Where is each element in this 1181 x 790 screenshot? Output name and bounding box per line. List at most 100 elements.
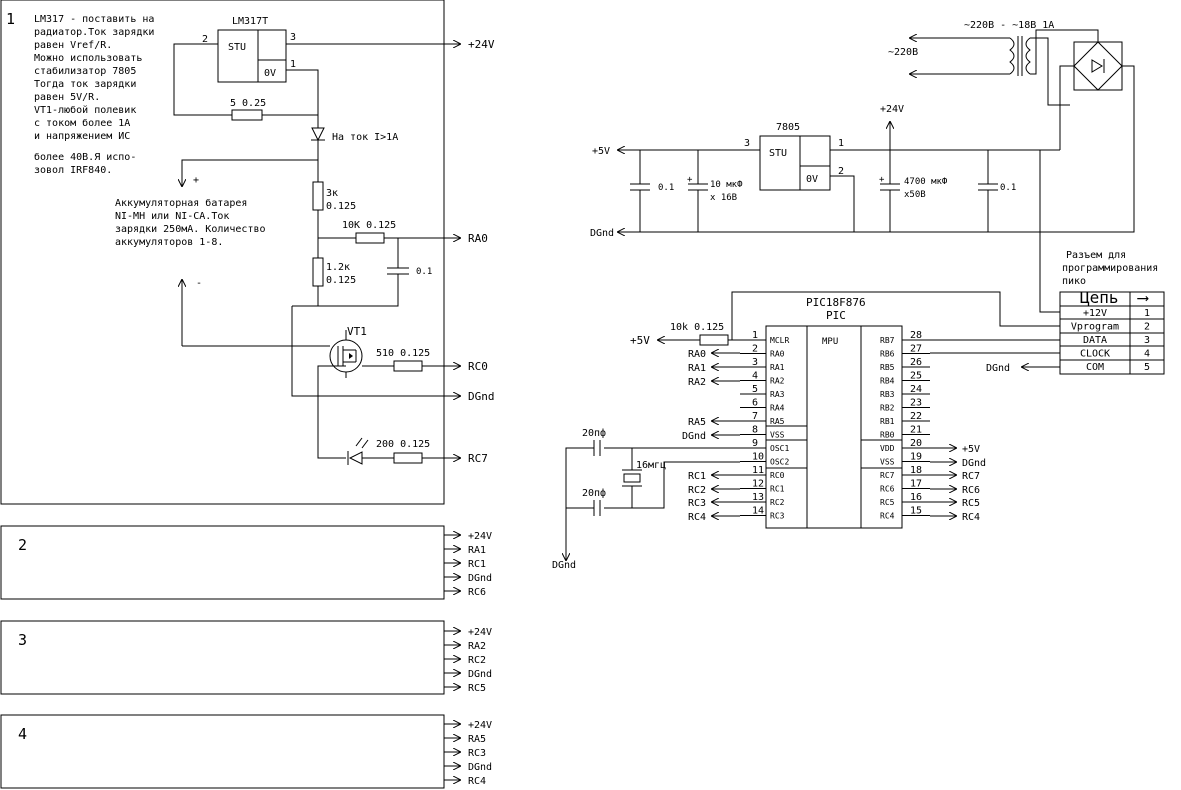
svg-text:0.125: 0.125	[326, 275, 356, 286]
svg-text:радиатор.Ток зарядки: радиатор.Ток зарядки	[34, 27, 154, 38]
pic-pin-name: RA4	[770, 404, 785, 413]
svg-text:пико: пико	[1062, 276, 1086, 287]
block-3-frame	[0, 620, 445, 695]
connector-signal: Vprogram	[1071, 322, 1119, 333]
svg-text:RA5: RA5	[468, 734, 486, 745]
pic-pin-number: 16	[910, 492, 922, 503]
svg-text:RC6: RC6	[962, 485, 980, 496]
osc-gnd-label: DGnd	[552, 560, 576, 571]
connector-signal: +12V	[1083, 308, 1107, 319]
svg-text:зовол IRF840.: зовол IRF840.	[34, 165, 112, 176]
pic-pin-number: 18	[910, 465, 922, 476]
block-3-terminals: +24V RA2 RC2 DGnd RC5	[444, 627, 492, 694]
resistor-3k	[312, 181, 324, 211]
pic-pin-number: 13	[752, 492, 764, 503]
pic-pin-name: RB5	[880, 363, 895, 372]
pic-pin-number: 5	[752, 384, 758, 395]
battery-plus: +	[193, 175, 199, 186]
pic-pin-name: RA5	[770, 417, 785, 426]
svg-text:RC4: RC4	[688, 512, 706, 523]
pic-pin-number: 3	[752, 357, 758, 368]
svg-text:+24V: +24V	[468, 720, 492, 731]
svg-text:RC6: RC6	[468, 587, 486, 598]
connector-pin: 2	[1144, 322, 1150, 333]
pic-pin-number: 17	[910, 479, 922, 490]
svg-text:LM317 - поставить на: LM317 - поставить на	[34, 14, 154, 25]
pic-pin-number: 12	[752, 479, 764, 490]
pic-pin-name: RB0	[880, 431, 895, 440]
block-3-number: 3	[18, 631, 27, 649]
pic-pin-name: RC7	[880, 471, 895, 480]
b1-term-rc0: RC0	[468, 360, 488, 373]
block-4-frame	[0, 714, 445, 789]
v24-label: +24V	[880, 104, 904, 115]
svg-text:LM317T: LM317T	[232, 16, 268, 27]
pic-pin-number: 22	[910, 411, 922, 422]
pic-mcu: MPU	[765, 325, 903, 529]
osc-cap1-label: 20пф	[582, 427, 606, 439]
svg-text:стабилизатор 7805: стабилизатор 7805	[34, 65, 136, 77]
diode-label: На ток I>1A	[332, 132, 398, 143]
svg-text:RC3: RC3	[688, 498, 706, 509]
pic-pin-number: 21	[910, 425, 922, 436]
mains-input-label: ~220В	[888, 47, 918, 58]
svg-text:RA0: RA0	[688, 349, 706, 360]
svg-text:аккумуляторов 1-8.: аккумуляторов 1-8.	[115, 237, 223, 248]
b1-term-ra0: RA0	[468, 232, 488, 245]
pic-pin-name: RC0	[770, 471, 785, 480]
pic-pin-number: 1	[752, 330, 758, 341]
svg-text:RC4: RC4	[962, 512, 980, 523]
lm317-regulator: LM317T STU 0V 2 3 1	[202, 16, 296, 83]
pic-pin-name: RB7	[880, 336, 895, 345]
svg-text:RC4: RC4	[468, 776, 486, 787]
svg-text:Можно использовать: Можно использовать	[34, 53, 142, 64]
pic-pin-name: RC4	[880, 512, 895, 521]
pic-pin-number: 26	[910, 357, 922, 368]
oscillator	[566, 440, 740, 560]
pic-pin-number: 24	[910, 384, 922, 395]
pic-pin-name: RB2	[880, 404, 895, 413]
svg-text:DGnd: DGnd	[682, 431, 706, 442]
pic-pin-number: 4	[752, 371, 758, 382]
b1-term-rc7: RC7	[468, 452, 488, 465]
c3-voltage: х50В	[904, 190, 926, 200]
svg-text:3: 3	[744, 138, 750, 149]
pic-pin-number: 19	[910, 452, 922, 463]
pic-pin-name: RB4	[880, 377, 895, 386]
pic-title: PIC18F876	[806, 296, 866, 309]
pic-pin-name: RA2	[770, 377, 785, 386]
svg-text:7805: 7805	[776, 122, 800, 133]
svg-text:DGnd: DGnd	[468, 573, 492, 584]
connector-title: Разъем для программирования пико	[1062, 250, 1158, 287]
svg-text:0V: 0V	[264, 68, 276, 79]
svg-text:более 40В.Я испо-: более 40В.Я испо-	[34, 151, 136, 163]
svg-text:STU: STU	[769, 148, 787, 159]
pic-pin-name: OSC1	[770, 444, 789, 453]
svg-text:10K 0.125: 10K 0.125	[342, 220, 396, 231]
c2-label: 10 мкФ	[710, 180, 743, 190]
svg-text:RC1: RC1	[468, 559, 486, 570]
svg-text:RC5: RC5	[468, 683, 486, 694]
svg-text:программирования: программирования	[1062, 263, 1158, 274]
pic-subtitle: PIC	[826, 309, 846, 322]
regulator-7805: 7805 STU 0V 3 1 2	[744, 122, 844, 191]
pic-pin-name: OSC2	[770, 458, 789, 467]
cap-c3: +	[879, 150, 900, 232]
svg-text:⟶: ⟶	[1137, 288, 1149, 307]
pic-pin-name: RA0	[770, 350, 785, 359]
block-4-number: 4	[18, 725, 27, 743]
cap-c1	[630, 150, 650, 232]
block-1-number: 1	[6, 10, 15, 28]
connector-signal: DATA	[1083, 335, 1107, 346]
pic-pin-number: 27	[910, 344, 922, 355]
resistor-1.2k	[312, 257, 324, 287]
svg-text:0V: 0V	[806, 174, 818, 185]
diode-d1	[311, 127, 325, 142]
mclr-5v: +5V	[630, 334, 650, 347]
pic-pin-name: RA3	[770, 390, 785, 399]
c4-label: 0.1	[1000, 183, 1016, 193]
battery-label: Аккумуляторная батарея NI-MH или NI-CA.Т…	[115, 197, 266, 248]
connector-signal: COM	[1086, 362, 1104, 373]
svg-text:Разъем для: Разъем для	[1066, 250, 1126, 261]
